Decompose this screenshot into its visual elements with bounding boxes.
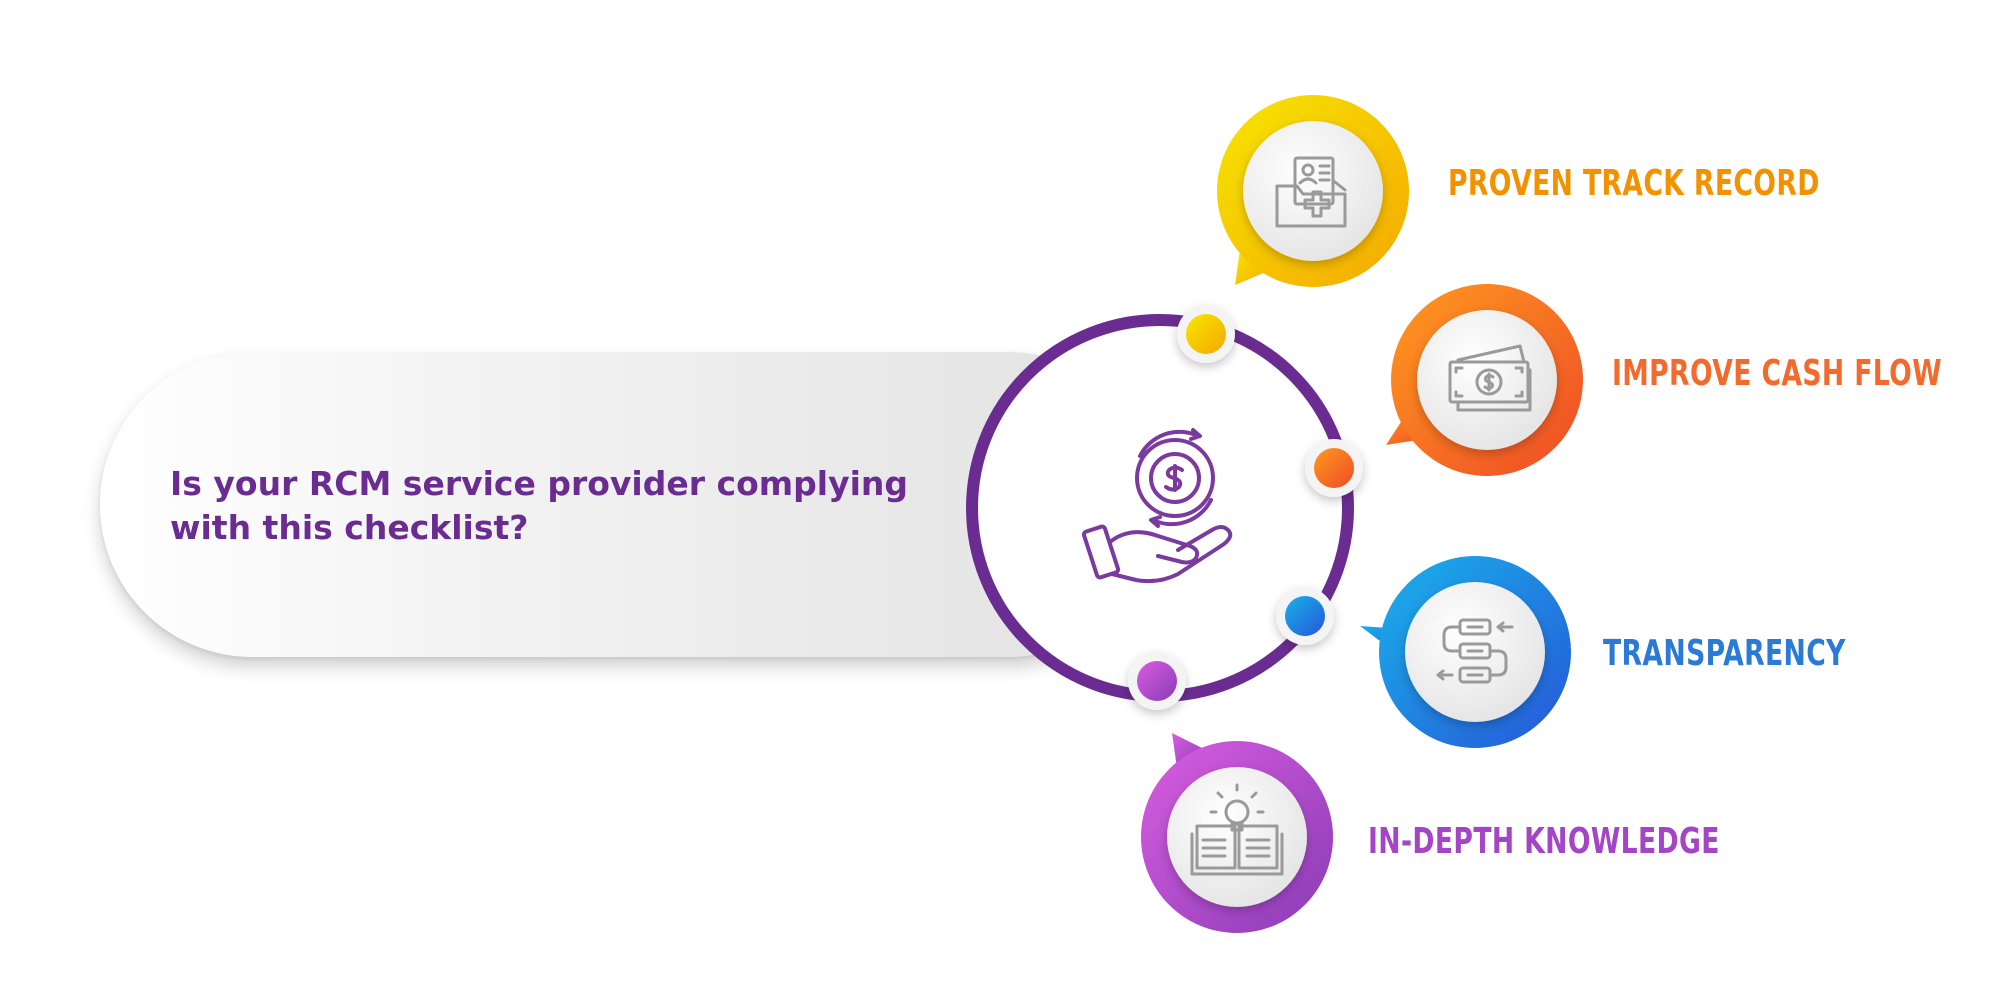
label-transparency: TRANSPARENCY bbox=[1603, 633, 1846, 674]
question-line-2: with this checklist? bbox=[170, 508, 529, 547]
ring-dot-yellow bbox=[1177, 305, 1235, 363]
book-idea-icon bbox=[1190, 783, 1284, 876]
money-hand-cycle-icon bbox=[1081, 428, 1233, 584]
question-text: Is your RCM service provider complying w… bbox=[170, 462, 970, 550]
item-bubble-proven-track-record bbox=[1217, 95, 1409, 287]
item-bubble-in-depth-knowledge bbox=[1141, 733, 1333, 933]
ring-dot-purple bbox=[1128, 652, 1186, 710]
item-bubble-improve-cash-flow bbox=[1386, 284, 1583, 476]
process-flow-icon bbox=[1436, 618, 1514, 684]
cash-money-icon bbox=[1448, 344, 1532, 412]
ring-dot-blue bbox=[1276, 587, 1334, 645]
label-in-depth-knowledge: IN-DEPTH KNOWLEDGE bbox=[1368, 821, 1720, 862]
label-improve-cash-flow: IMPROVE CASH FLOW bbox=[1612, 353, 1942, 394]
item-bubble-transparency bbox=[1360, 556, 1571, 748]
medical-folder-icon bbox=[1275, 156, 1347, 228]
question-line-1: Is your RCM service provider complying bbox=[170, 464, 909, 503]
label-proven-track-record: PROVEN TRACK RECORD bbox=[1448, 163, 1820, 204]
ring-dot-orange bbox=[1305, 439, 1363, 497]
